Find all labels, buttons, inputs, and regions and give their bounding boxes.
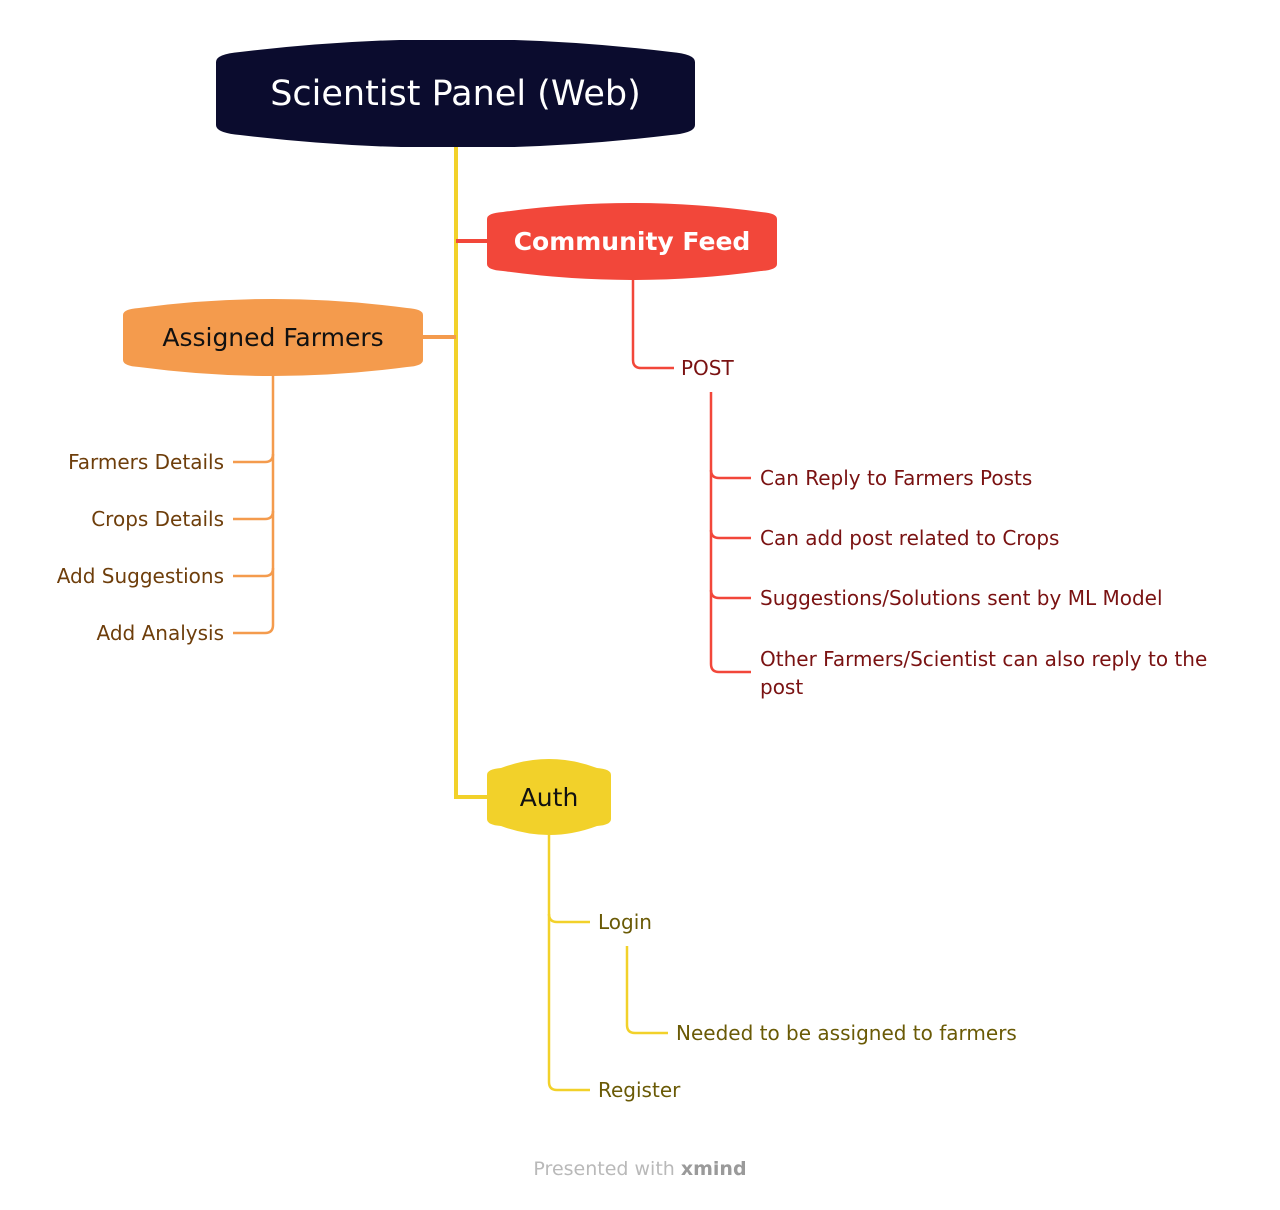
assigned-child-line-3 [233, 567, 275, 578]
root-topic-label: Scientist Panel (Web) [270, 73, 641, 114]
assigned-child-line-2 [233, 510, 275, 521]
auth-child-line-login [547, 913, 590, 924]
post-item-2[interactable]: Can add post related to Crops [760, 526, 1060, 550]
login-subtopic[interactable]: Login [598, 910, 652, 934]
post-children-line [709, 392, 751, 674]
login-detail[interactable]: Needed to be assigned to farmers [676, 1021, 1017, 1045]
community-to-post-line [631, 280, 674, 370]
post-subtopic[interactable]: POST [681, 356, 734, 380]
auth-topic[interactable]: Auth [487, 759, 611, 835]
post-child-line-2 [709, 529, 751, 540]
login-child-line [625, 946, 668, 1035]
assigned-farmers-topic[interactable]: Assigned Farmers [123, 299, 423, 376]
post-item-3[interactable]: Suggestions/Solutions sent by ML Model [760, 586, 1163, 610]
assigned-item-4[interactable]: Add Analysis [96, 621, 224, 645]
root-topic[interactable]: Scientist Panel (Web) [216, 40, 695, 147]
post-item-4[interactable]: Other Farmers/Scientist can also reply t… [760, 647, 1208, 699]
auth-children-line [547, 835, 590, 1092]
assigned-child-line-1 [233, 453, 275, 464]
post-item-1[interactable]: Can Reply to Farmers Posts [760, 466, 1033, 490]
post-child-line-3 [709, 589, 751, 600]
xmind-logo: xmind [680, 1158, 747, 1180]
community-feed-topic[interactable]: Community Feed [487, 203, 777, 280]
register-subtopic[interactable]: Register [598, 1078, 681, 1102]
assigned-item-3[interactable]: Add Suggestions [56, 564, 224, 588]
assigned-item-1[interactable]: Farmers Details [68, 450, 224, 474]
assigned-farmers-label: Assigned Farmers [162, 323, 384, 352]
post-child-line-1 [709, 469, 751, 480]
community-feed-label: Community Feed [513, 227, 751, 256]
footer-prefix: Presented with [533, 1158, 675, 1180]
auth-label: Auth [519, 782, 579, 812]
assigned-children-line [233, 376, 275, 635]
footer-watermark: Presented with xmind [0, 1158, 1280, 1180]
assigned-item-2[interactable]: Crops Details [91, 507, 224, 531]
trunk-line [454, 146, 487, 799]
